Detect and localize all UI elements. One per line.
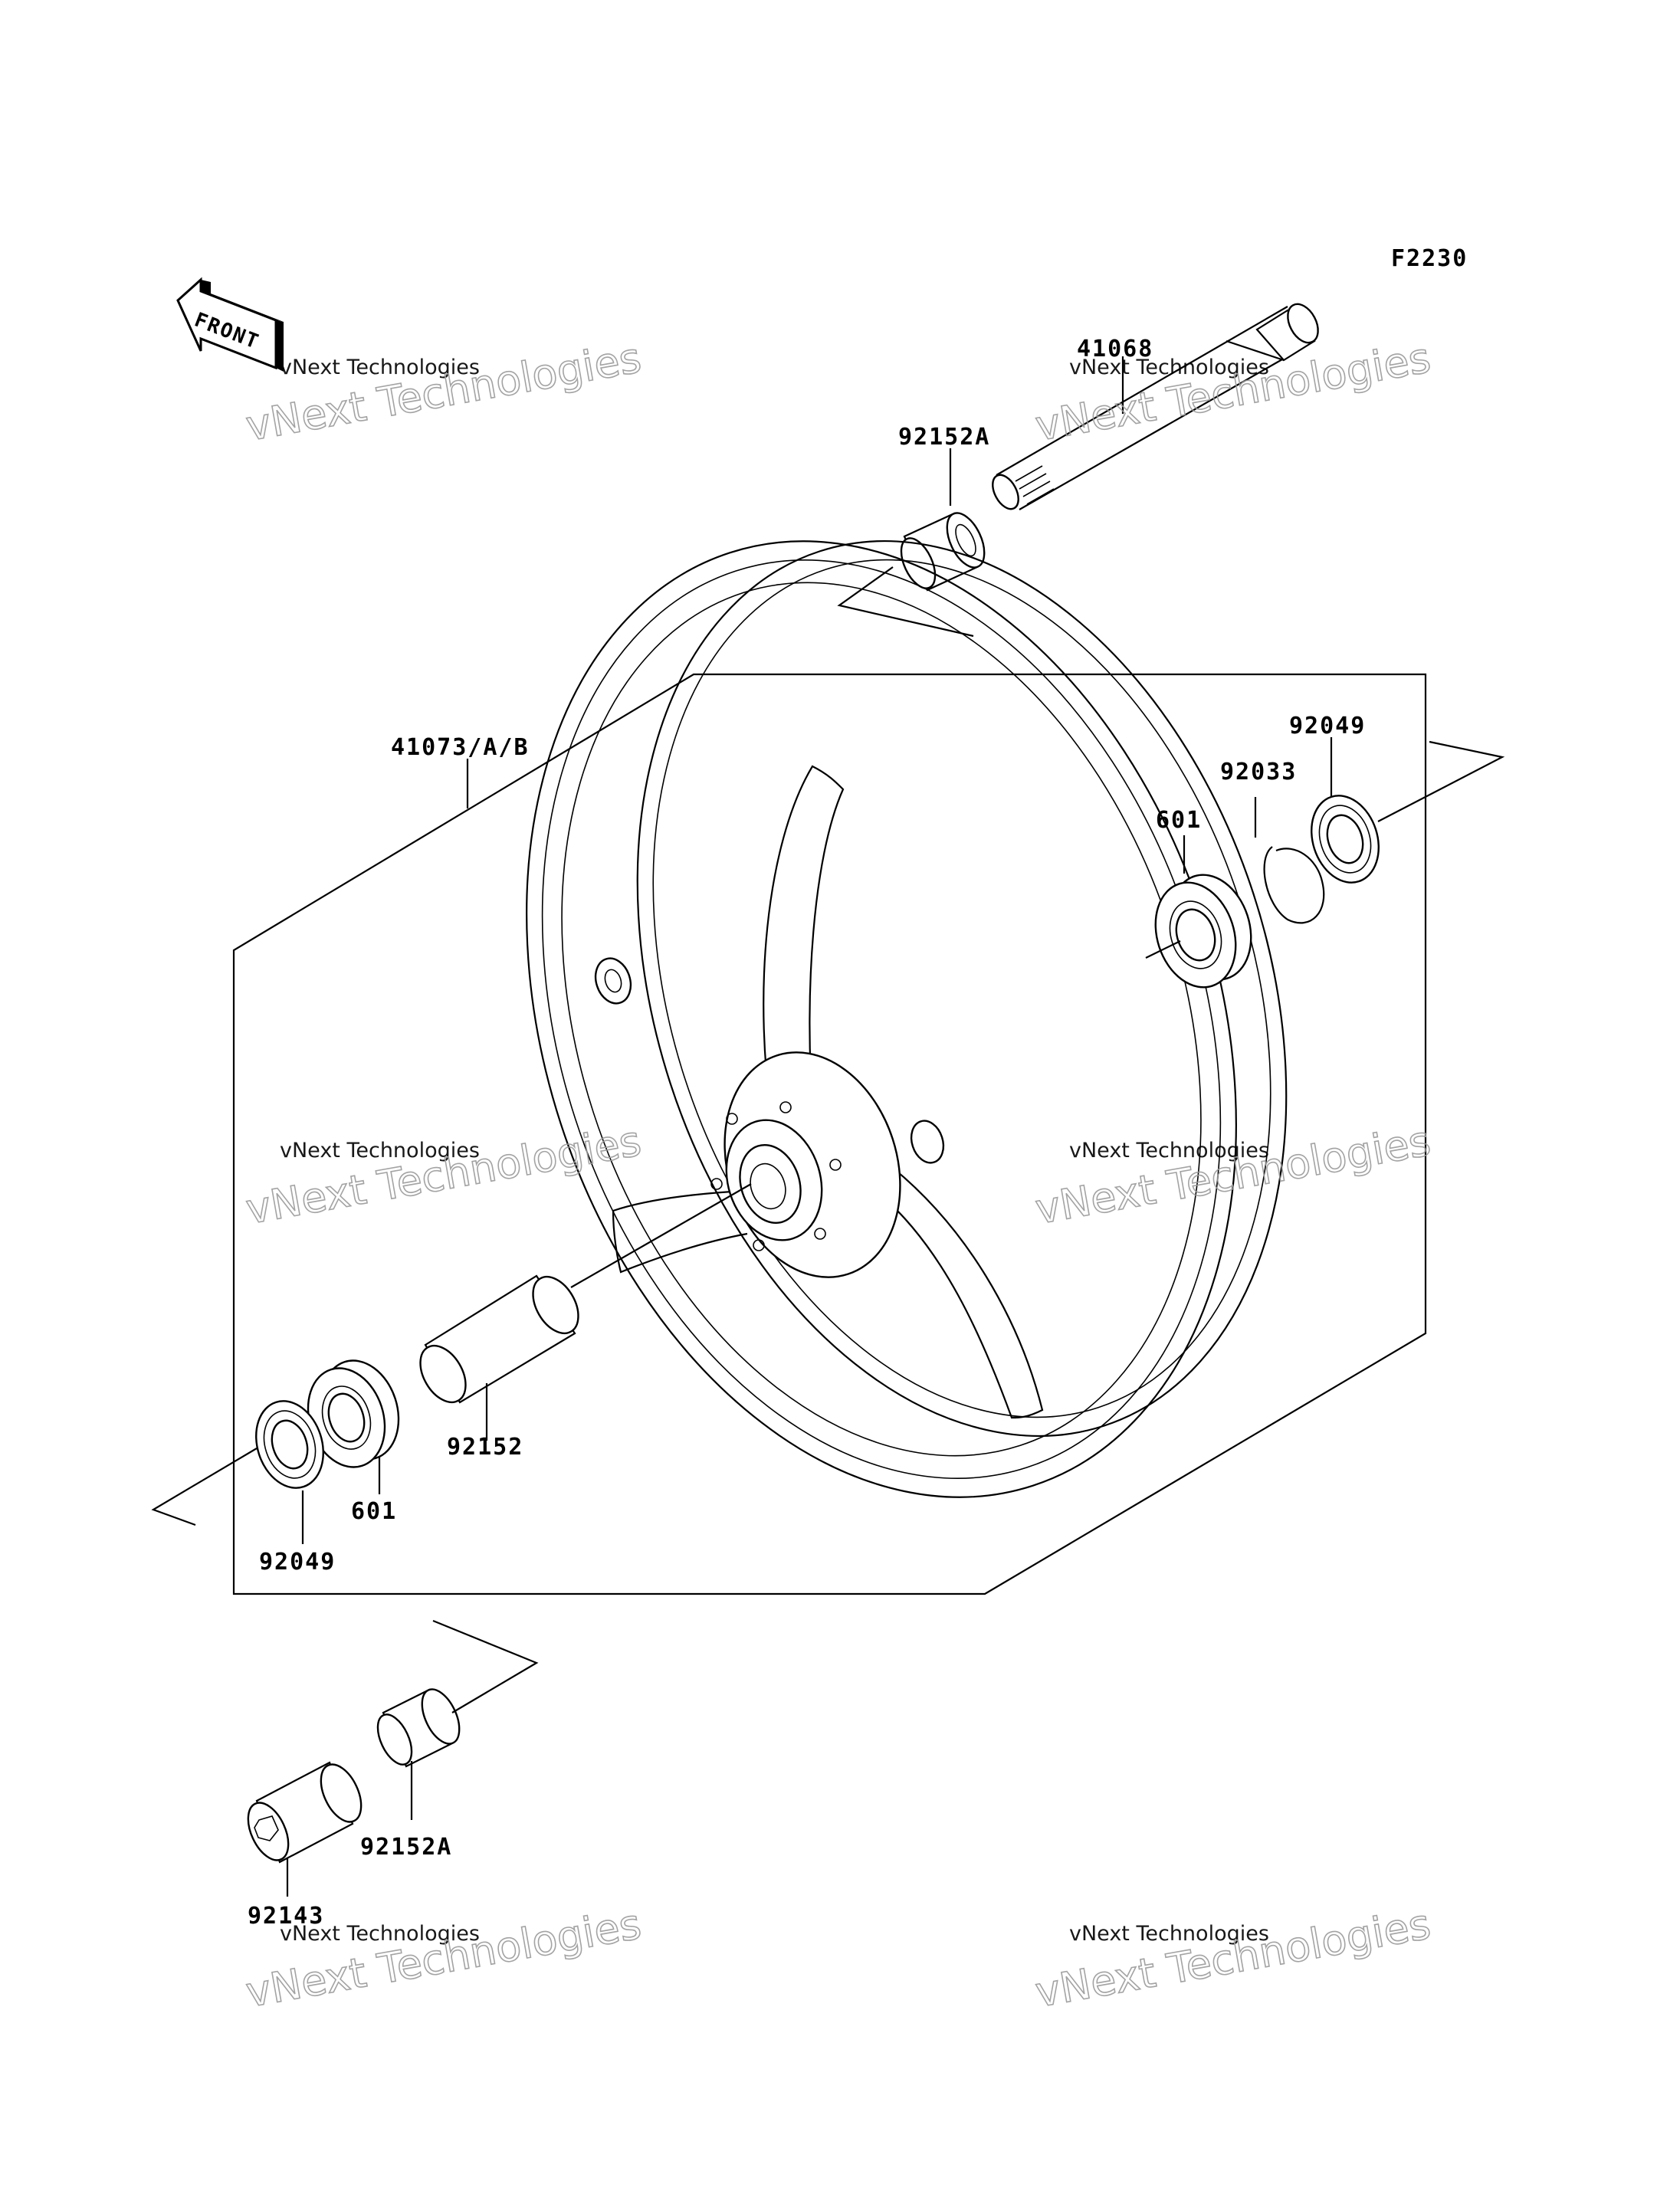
collar-bottom xyxy=(376,1688,461,1768)
svg-text:vNext Technologies: vNext Technologies xyxy=(1069,1922,1269,1946)
svg-text:vNext Technologies: vNext Technologies xyxy=(280,1922,480,1946)
label-601-left: 601 xyxy=(351,1498,397,1525)
seal-right xyxy=(1311,795,1380,884)
label-41068: 41068 xyxy=(1077,336,1153,362)
axle-nut xyxy=(247,1761,363,1864)
label-41073: 41073/A/B xyxy=(391,734,530,761)
front-arrow-icon: FRONT xyxy=(176,277,284,372)
circlip xyxy=(1263,846,1325,924)
watermark-bottom-right: vNext Technologies vNext Technologies xyxy=(1032,1899,1435,2017)
svg-text:vNext Technologies: vNext Technologies xyxy=(242,333,645,451)
bearing-right xyxy=(1154,874,1252,989)
axle xyxy=(992,303,1319,510)
assembly-frame xyxy=(232,673,1427,1595)
seal-left xyxy=(255,1400,324,1489)
watermark-top-left: vNext Technologies vNext Technologies xyxy=(242,333,645,451)
watermark-mid-left: vNext Technologies vNext Technologies xyxy=(242,1116,645,1234)
label-92033: 92033 xyxy=(1220,759,1297,785)
diagram-code: F2230 xyxy=(1391,245,1468,272)
label-92152a-bottom: 92152A xyxy=(360,1834,452,1861)
wheel xyxy=(526,540,1288,1498)
svg-text:vNext Technologies: vNext Technologies xyxy=(280,356,480,379)
collar-top xyxy=(900,512,986,592)
svg-text:vNext Technologies: vNext Technologies xyxy=(280,1139,480,1162)
label-92152a-top: 92152A xyxy=(898,424,990,451)
watermark-mid-right: vNext Technologies vNext Technologies xyxy=(1032,1116,1435,1234)
label-92152: 92152 xyxy=(447,1434,523,1461)
collar-center xyxy=(419,1274,579,1404)
label-92049-right: 92049 xyxy=(1289,713,1366,739)
label-92143: 92143 xyxy=(248,1903,324,1930)
svg-text:vNext Technologies: vNext Technologies xyxy=(1069,356,1269,379)
svg-text:vNext Technologies: vNext Technologies xyxy=(1032,1900,1434,2017)
svg-text:vNext Technologies: vNext Technologies xyxy=(242,1117,645,1234)
svg-text:vNext Technologies: vNext Technologies xyxy=(1032,1117,1434,1234)
label-92049-left: 92049 xyxy=(259,1549,336,1576)
svg-text:vNext Technologies: vNext Technologies xyxy=(1069,1139,1269,1162)
bearing-left xyxy=(307,1359,400,1468)
label-601-right: 601 xyxy=(1156,807,1202,834)
